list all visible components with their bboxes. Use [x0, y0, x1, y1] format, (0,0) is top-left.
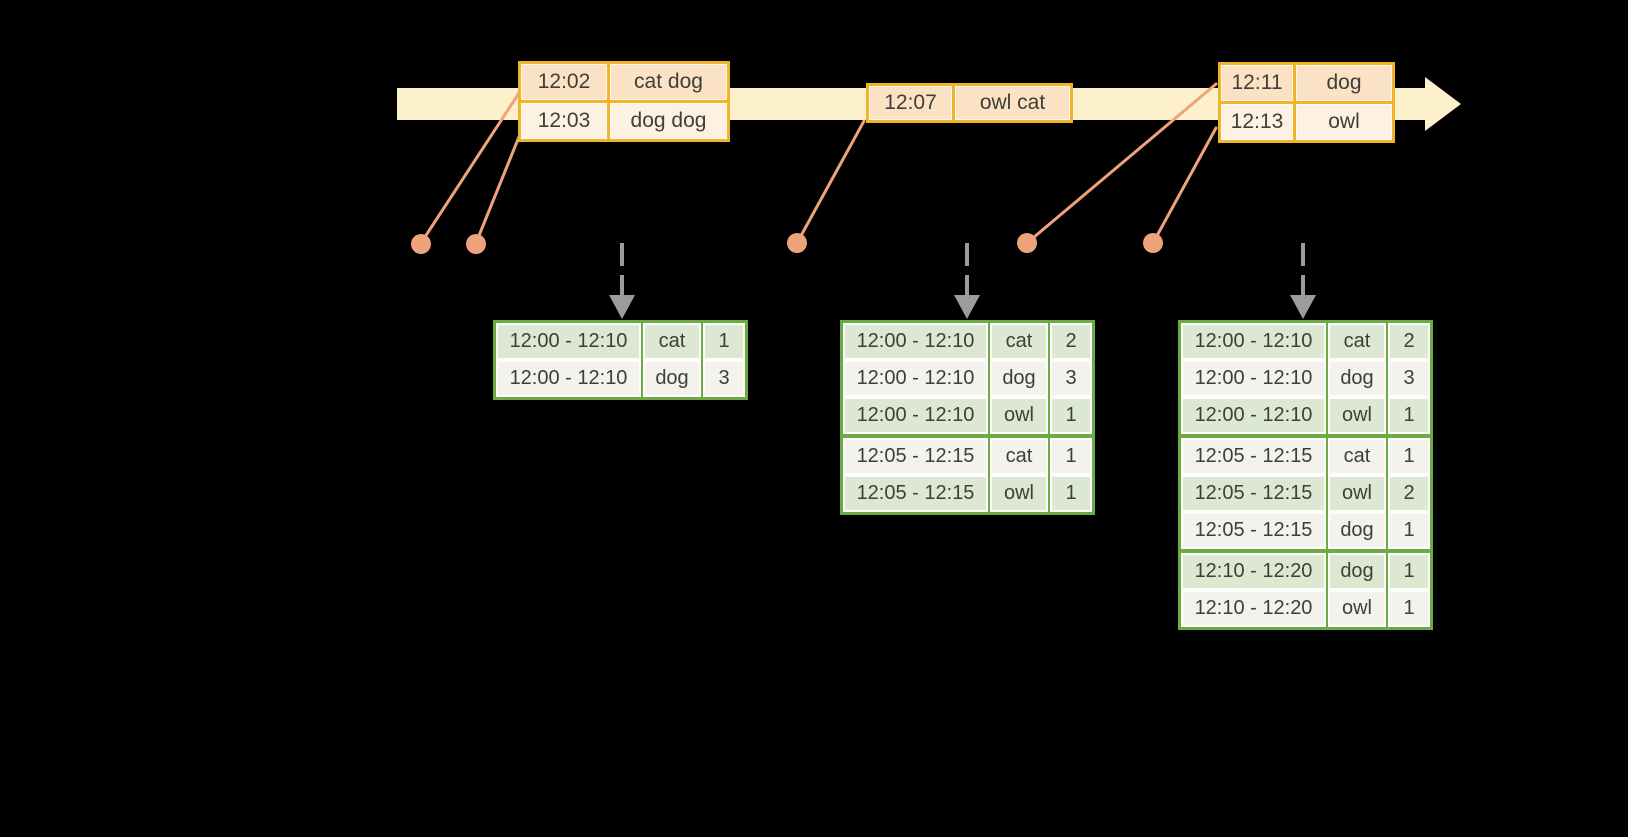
table-cell: 2: [1388, 475, 1430, 512]
connector-lines: [419, 82, 1218, 245]
trigger-arrowhead-icon: [954, 295, 980, 319]
table-cell: owl: [990, 475, 1048, 512]
table-cell: owl: [1328, 397, 1386, 434]
table-cell: 12:10 - 12:20: [1181, 590, 1326, 627]
table-cell: owl: [1328, 475, 1386, 512]
table-cell: 3: [1388, 360, 1430, 397]
table-cell: 1: [1050, 397, 1092, 434]
table-cell: dog: [990, 360, 1048, 397]
table-cell: 1: [1388, 438, 1430, 475]
table-cell: 2: [1050, 323, 1092, 360]
table-cell: 1: [1388, 553, 1430, 590]
table-cell: 12:00 - 12:10: [496, 360, 641, 397]
table-cell: 3: [1050, 360, 1092, 397]
trigger-arrowheads: [609, 295, 1316, 319]
connector-line: [419, 88, 523, 245]
table-cell: owl: [1328, 590, 1386, 627]
event-dot: [411, 234, 431, 254]
event-dot: [466, 234, 486, 254]
table-cell: cat: [990, 438, 1048, 475]
table-cell: 1: [703, 323, 745, 360]
connector-line: [795, 119, 866, 245]
table-cell: cat dog: [610, 64, 727, 100]
table-cell: cat: [643, 323, 701, 360]
connector-line: [474, 125, 525, 245]
table-cell: owl: [1296, 104, 1392, 140]
table-cell: dog: [643, 360, 701, 397]
table-cell: 12:11: [1221, 65, 1293, 101]
table-cell: 12:10 - 12:20: [1181, 553, 1326, 590]
table-cell: dog: [1296, 65, 1392, 101]
table-cell: 12:00 - 12:10: [843, 397, 988, 434]
connector-line: [1151, 126, 1218, 245]
event-dots: [411, 233, 1163, 254]
table-cell: 12:13: [1221, 104, 1293, 140]
timeline-arrowhead-icon: [1425, 77, 1461, 131]
table-cell: 12:05 - 12:15: [843, 438, 988, 475]
table-cell: cat: [1328, 323, 1386, 360]
trigger-arrowhead-icon: [609, 295, 635, 319]
table-cell: 1: [1388, 512, 1430, 549]
table-cell: 12:03: [521, 103, 607, 139]
event-dot: [1143, 233, 1163, 253]
table-cell: 12:05 - 12:15: [843, 475, 988, 512]
table-cell: dog: [1328, 360, 1386, 397]
table-cell: 12:05 - 12:15: [1181, 438, 1326, 475]
table-cell: 12:00 - 12:10: [1181, 360, 1326, 397]
connector-line: [1025, 82, 1218, 245]
table-cell: 1: [1050, 438, 1092, 475]
table-cell: dog: [1328, 553, 1386, 590]
table-cell: cat: [1328, 438, 1386, 475]
table-cell: 1: [1388, 590, 1430, 627]
table-cell: 3: [703, 360, 745, 397]
trigger-arrows: [620, 243, 1305, 297]
table-cell: 12:05 - 12:15: [1181, 512, 1326, 549]
table-cell: dog dog: [610, 103, 727, 139]
event-dot: [1017, 233, 1037, 253]
table-cell: 1: [1388, 397, 1430, 434]
table-cell: 12:00 - 12:10: [496, 323, 641, 360]
event-dot: [787, 233, 807, 253]
table-cell: 2: [1388, 323, 1430, 360]
table-cell: 12:07: [869, 86, 952, 120]
table-cell: 12:00 - 12:10: [843, 323, 988, 360]
table-cell: 12:00 - 12:10: [1181, 323, 1326, 360]
table-cell: owl: [990, 397, 1048, 434]
table-cell: 12:00 - 12:10: [843, 360, 988, 397]
trigger-arrowhead-icon: [1290, 295, 1316, 319]
table-cell: cat: [990, 323, 1048, 360]
table-cell: owl cat: [955, 86, 1070, 120]
table-cell: dog: [1328, 512, 1386, 549]
table-cell: 12:02: [521, 64, 607, 100]
table-cell: 1: [1050, 475, 1092, 512]
table-cell: 12:00 - 12:10: [1181, 397, 1326, 434]
table-cell: 12:05 - 12:15: [1181, 475, 1326, 512]
